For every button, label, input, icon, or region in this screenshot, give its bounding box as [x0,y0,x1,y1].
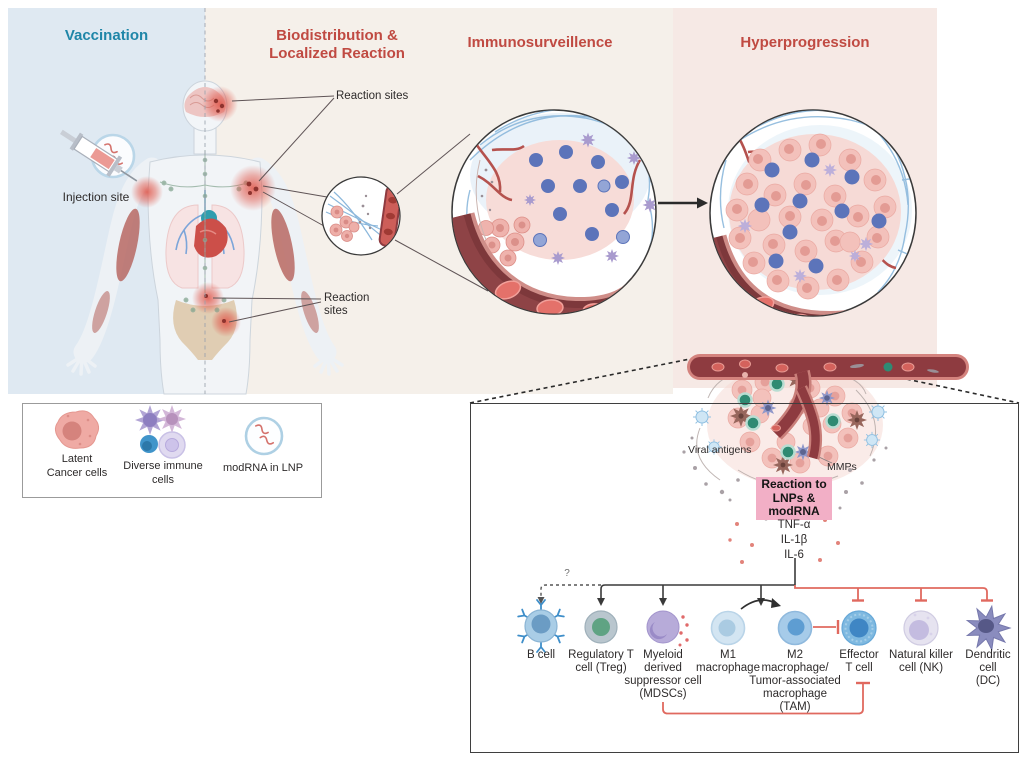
effector-t-cell-label: Effector T cell [839,649,879,674]
injection-site-label: Injection site [62,190,130,204]
uncertain-effect-question-mark: ? [564,568,570,579]
header-vaccination: Vaccination [64,27,149,44]
vessel-scene [682,354,969,564]
human-body-figure [66,8,344,395]
m2-macrophage [777,610,813,646]
header-biodistribution: Biodistribution & Localized Reaction [269,27,405,62]
cytokine-il-1-beta: IL-1β [780,534,808,546]
legend-icons [54,405,284,459]
pointer-lines [212,95,489,323]
mdsc-cell [646,610,689,647]
immune-cells [524,132,656,265]
viral-antigens-label: Viral antigens [688,444,752,456]
arm-muscles [92,208,319,334]
syringe-icon [60,129,138,182]
reaction-to-lnps-box: Reaction to LNPs & modRNA [756,477,832,520]
immune-cells [737,152,887,283]
b-cell [517,599,565,653]
m2-macrophage-label: M2 macrophage/ Tumor-associated macropha… [749,649,841,713]
treg-label: Regulatory T cell (Treg) [568,649,634,674]
header-hyperprogression: Hyperprogression [740,34,870,51]
header-immunosurveillance: Immunosurveillence [467,34,613,51]
mmps-label: MMPs [827,461,857,473]
nk-cell-label: Natural killer cell (NK) [889,649,953,674]
b-cell-dashed-arrow [537,584,601,604]
m1-macrophage-label: M1 macrophage [696,649,760,674]
regulatory-t-cell [584,610,618,644]
right-hand [313,349,344,376]
immunosurveillance-circle [451,109,657,315]
mdsc-label: Myeloid derived suppressor cell (MDSCs) [624,649,702,700]
dendritic-cell [965,604,1012,652]
stimulation-lines [600,558,796,599]
capillary-zoom-circle [321,176,401,256]
dendritic-cell-label: Dendritic cell (DC) [965,649,1011,687]
legend-label-modrna-in-lnp: modRNA in LNP [222,462,304,474]
reaction-blotches [131,86,276,337]
cytokine-il-6: IL-6 [784,549,804,561]
legend-label-diverse-immune-cells: Diverse immune cells [123,460,203,486]
tumor-nuclei [732,139,890,293]
reaction-sites-bottom-label: Reaction sites [324,292,370,317]
cytokine-dots [728,510,840,564]
signaling-tree [537,558,993,715]
diverse-immune-cells-icon [135,405,186,459]
modrna-in-lnp-icon [244,416,284,456]
reaction-sites-top-label: Reaction sites [336,90,409,102]
natural-killer-cell [903,610,939,646]
immune-cell-row [517,599,1012,653]
progression-arrow [658,197,708,209]
cytokine-tnf-alpha: TNF-α [777,519,811,531]
left-hand [66,349,97,376]
legend-label-latent-cancer-cells: Latent Cancer cells [46,453,108,479]
latent-cancer-cell-icon [54,410,100,449]
m1-m2-polarization-arrow [740,598,781,610]
inhibition-lines [662,585,993,715]
b-cell-label: B cell [526,649,556,661]
effector-t-cell [841,610,877,646]
hyperprogression-circle [709,109,917,317]
m1-macrophage [710,610,746,646]
